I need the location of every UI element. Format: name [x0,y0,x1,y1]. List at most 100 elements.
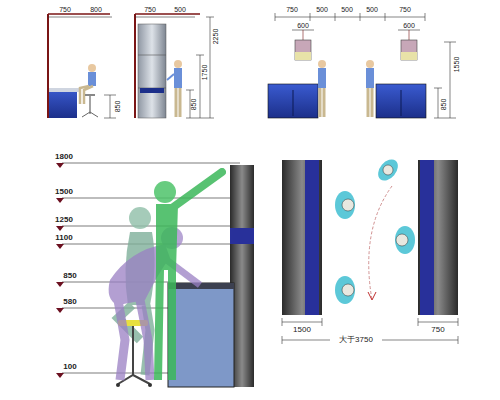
drawing-ellipse [335,276,355,304]
drawing-circle [174,60,182,68]
drawing-rect [401,52,417,60]
drawing-line [190,90,191,118]
drawing-rect [230,228,254,244]
drawing-path [368,292,376,300]
drawing-line [425,13,426,21]
dimension-label: 1250 [55,216,73,224]
drawing-ellipse [395,226,415,254]
drawing-line [80,17,112,18]
drawing-line [104,118,116,119]
drawing-line [110,95,111,118]
drawing-line [418,318,419,326]
drawing-path [320,88,324,117]
drawing-path [56,198,64,203]
dimension-label: 750 [59,6,71,13]
drawing-line [293,90,294,116]
drawing-g [282,318,458,344]
drawing-rect [85,94,95,96]
drawing-line [186,90,194,91]
drawing-line [200,55,201,118]
dimension-label: 580 [63,298,76,306]
drawing-line [132,326,134,375]
drawing-rect [49,88,77,118]
drawing-line [135,13,200,15]
dimension-label: 1500 [55,188,73,196]
dimension-label: 大于3750 [337,336,375,344]
drawing-line [322,318,323,326]
dimension-label: 1100 [55,234,72,242]
dimension-label: 850 [441,98,448,110]
drawing-line [450,42,451,118]
drawing-circle [88,64,96,72]
drawing-line [434,88,442,89]
drawing-line [303,30,304,40]
drawing-line [444,42,456,43]
drawing-path [56,226,64,231]
drawing-g [109,227,200,380]
drawing-line [62,226,240,227]
dimension-label: 850 [63,272,76,280]
drawing-rect [295,52,311,60]
drawing-path [56,244,64,249]
drawing-line [165,17,195,18]
drawing-line [458,336,459,344]
drawing-rect [282,160,322,315]
drawing-rect [420,160,434,315]
drawing-rect [140,88,164,93]
drawing-line [186,118,214,119]
drawing-line [282,322,322,323]
drawing-rect [138,24,166,118]
drawing-line [134,14,136,118]
drawing-line [409,30,410,40]
drawing-line [210,17,211,118]
drawing-line [138,55,166,56]
dimension-label: 600 [403,22,415,29]
drawing-rect [376,84,426,118]
drawing-line [48,17,80,18]
drawing-rect [318,68,326,88]
drawing-circle [148,383,152,387]
drawing-rect [401,40,417,60]
drawing-path [118,300,150,380]
drawing-circle [342,199,354,211]
dimension-label: 500 [366,6,378,13]
drawing-line [335,13,336,21]
drawing-line [206,17,214,18]
drawing-g [154,172,222,380]
dimension-label: 1750 [201,64,208,80]
drawing-rect [168,283,234,387]
drawing-g [48,14,116,118]
drawing-line [167,74,174,80]
drawing-rect [295,40,311,60]
drawing-rect [88,72,96,86]
drawing-line [282,336,283,344]
drawing-line [360,13,361,21]
dimension-label: 850 [115,100,122,112]
drawing-circle [366,60,374,68]
drawing-path [369,186,392,300]
drawing-line [62,198,240,199]
dimension-label: 750 [399,6,411,13]
drawing-line [196,55,204,56]
drawing-rect [49,88,79,92]
drawing-circle [396,234,408,246]
drawing-path [56,282,64,287]
drawing-path [158,270,172,380]
drawing-line [89,96,90,114]
drawing-path [172,172,222,208]
drawing-line [438,88,439,118]
drawing-circle [116,383,120,387]
drawing-line [62,163,240,164]
drawing-line [275,17,425,18]
drawing-rect [305,160,319,315]
drawing-path [156,204,178,270]
dimension-label: 1800 [55,153,73,161]
drawing-line [282,340,330,341]
dimension-label: 750 [431,326,444,334]
drawing-rect [366,68,374,88]
drawing-circle [129,207,151,229]
drawing-rect [268,84,318,118]
